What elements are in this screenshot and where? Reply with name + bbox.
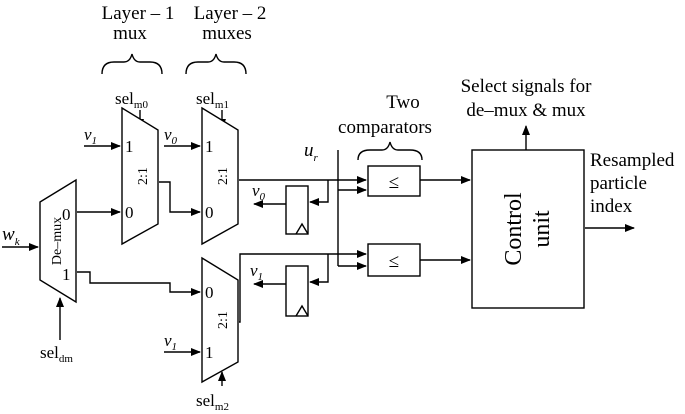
- select-signals-label: Select signals for de–mux & mux: [461, 76, 593, 121]
- svg-text:ur: ur: [304, 140, 319, 164]
- v1-output-label: v1: [250, 261, 263, 283]
- mux-m0-block: [121, 106, 159, 246]
- svg-text:Resampled: Resampled: [590, 150, 675, 171]
- layer-1-brace: [101, 53, 163, 75]
- svg-text:index: index: [590, 196, 633, 217]
- control-unit-block: [471, 149, 585, 309]
- layer-2-brace: [185, 53, 247, 75]
- svg-text:unit: unit: [529, 210, 555, 248]
- feedback-top-branch: [309, 180, 329, 206]
- layer-2-label: Layer – 2 muxes: [194, 3, 267, 44]
- demux-port-0: 0: [62, 205, 71, 224]
- sel-dm-label: seldm: [40, 343, 73, 365]
- mux-m0-to-mux-m1: [159, 181, 201, 216]
- svg-text:muxes: muxes: [202, 23, 252, 44]
- mux-m2-port-1: 1: [205, 343, 214, 362]
- svg-text:particle: particle: [590, 173, 647, 194]
- svg-text:de–mux & mux: de–mux & mux: [466, 100, 586, 121]
- svg-text:Select signals for: Select signals for: [461, 76, 593, 97]
- svg-text:v1: v1: [164, 331, 177, 353]
- register-bottom-clock: [295, 304, 309, 317]
- mux-m2-ratio: 2:1: [216, 311, 231, 329]
- mux-m0-ratio: 2:1: [136, 167, 151, 185]
- demux-port-1: 1: [62, 265, 71, 284]
- demux-block: [39, 178, 77, 304]
- sel-m0-label: selm0: [115, 89, 148, 111]
- svg-text:Layer – 1: Layer – 1: [102, 3, 175, 24]
- mux-m1-ratio: 2:1: [216, 167, 231, 185]
- control-unit-label: Control unit: [501, 192, 555, 266]
- svg-text:selm2: selm2: [196, 391, 229, 413]
- sel-m1-label: selm1: [196, 89, 229, 111]
- register-top: [285, 185, 309, 235]
- mux-m1-port-1: 1: [205, 137, 214, 156]
- mux-m2-port-0: 0: [205, 283, 214, 302]
- svg-text:Control: Control: [501, 192, 527, 266]
- svg-text:v1: v1: [84, 125, 97, 147]
- input-wk-label: wk: [2, 224, 21, 248]
- mux-m2-to-comparator-bottom: [239, 250, 367, 323]
- svg-text:v1: v1: [250, 261, 263, 283]
- svg-text:selm1: selm1: [196, 89, 229, 111]
- resampled-output-label: Resampled particle index: [590, 150, 675, 217]
- mux-m0-port-1: 1: [125, 137, 134, 156]
- mux-m2-v1-label: v1: [164, 331, 177, 353]
- comparators-brace: [357, 141, 423, 161]
- comparator-top: [367, 165, 421, 197]
- register-bottom: [285, 265, 309, 317]
- feedback-bottom-branch: [309, 254, 329, 286]
- svg-text:wk: wk: [2, 224, 21, 248]
- svg-text:Two: Two: [386, 92, 420, 113]
- two-comparators-label: Two comparators: [338, 92, 432, 138]
- comparator-top-symbol: ≤: [389, 172, 399, 193]
- mux-m0-port-0: 0: [125, 203, 134, 222]
- svg-text:comparators: comparators: [338, 117, 432, 138]
- mux-m2-block: [201, 256, 239, 384]
- svg-text:mux: mux: [113, 23, 147, 44]
- mux-m0-v1-label: v1: [84, 125, 97, 147]
- svg-text:v0: v0: [252, 181, 266, 203]
- register-top-clock: [295, 222, 309, 235]
- sel-m2-label: selm2: [196, 391, 229, 413]
- svg-text:selm0: selm0: [115, 89, 148, 111]
- v0-output-label: v0: [252, 181, 266, 203]
- mux-m1-block: [201, 106, 239, 246]
- svg-text:Layer – 2: Layer – 2: [194, 3, 267, 24]
- ur-label: ur: [304, 140, 319, 164]
- svg-text:v0: v0: [164, 125, 178, 147]
- mux-m1-v0-label: v0: [164, 125, 178, 147]
- demux-to-mux-m2: [77, 271, 201, 296]
- demux-label: De–mux: [50, 217, 65, 265]
- comparator-bottom-symbol: ≤: [389, 251, 399, 272]
- mux-m1-port-0: 0: [205, 203, 214, 222]
- svg-text:seldm: seldm: [40, 343, 73, 365]
- layer-1-label: Layer – 1 mux: [102, 3, 175, 44]
